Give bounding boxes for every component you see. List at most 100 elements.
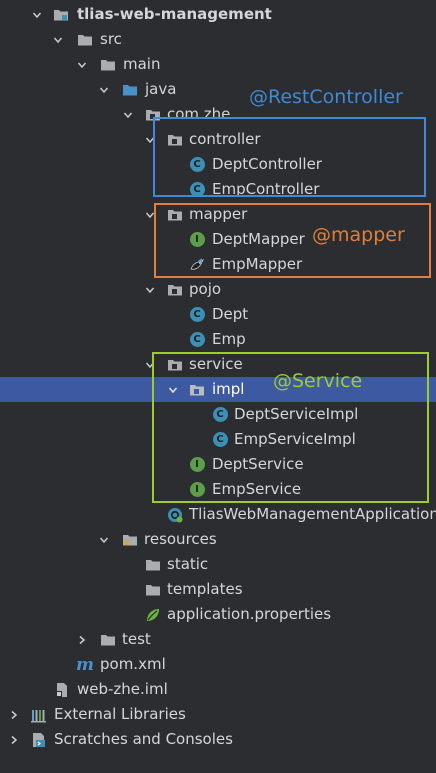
folder-icon [100, 57, 116, 73]
tree-row-emp-service[interactable]: I EmpService [0, 477, 436, 502]
tree-label-dept-service: DeptService [212, 455, 304, 473]
tree-row-pom[interactable]: m pom.xml [0, 652, 436, 677]
chevron-down-icon[interactable] [167, 384, 179, 396]
tree-row-mapper[interactable]: mapper [0, 202, 436, 227]
library-icon [31, 707, 47, 723]
tree-row-pojo[interactable]: pojo [0, 277, 436, 302]
tree-label-iml: web-zhe.iml [77, 680, 168, 698]
chevron-down-icon[interactable] [122, 109, 134, 121]
tree-row-dept-service[interactable]: I DeptService [0, 452, 436, 477]
tree-row-src[interactable]: src [0, 27, 436, 52]
tree-row-service[interactable]: service [0, 352, 436, 377]
chevron-right-icon[interactable] [8, 734, 20, 746]
chevron-down-icon[interactable] [144, 209, 156, 221]
tree-label-project: tlias-web-management [77, 5, 272, 23]
tree-row-static[interactable]: static [0, 552, 436, 577]
tree-label-pojo: pojo [189, 280, 222, 298]
chevron-down-icon[interactable] [98, 534, 110, 546]
class-icon: C [212, 407, 228, 423]
package-icon [167, 357, 183, 373]
tree-label-pom: pom.xml [100, 655, 166, 673]
tree-row-scratches[interactable]: Scratches and Consoles [0, 727, 436, 752]
tree-label-emp-service: EmpService [212, 480, 302, 498]
tree-row-emp-controller[interactable]: C EmpController [0, 177, 436, 202]
interface-icon: I [189, 232, 205, 248]
chevron-down-icon[interactable] [52, 34, 64, 46]
service-annotation-box [152, 352, 429, 503]
tree-label-controller: controller [189, 130, 261, 148]
tree-row-test[interactable]: test [0, 627, 436, 652]
tree-row-application-properties[interactable]: application.properties [0, 602, 436, 627]
tree-row-resources[interactable]: resources [0, 527, 436, 552]
chevron-down-icon[interactable] [144, 134, 156, 146]
tree-label-dept-controller: DeptController [212, 155, 322, 173]
rest-controller-annotation-label: @RestController [249, 86, 403, 108]
tree-row-project[interactable]: tlias-web-management [0, 2, 436, 27]
service-annotation-label: @Service [273, 370, 363, 392]
tree-row-main[interactable]: main [0, 52, 436, 77]
tree-row-templates[interactable]: templates [0, 577, 436, 602]
chevron-down-icon[interactable] [144, 284, 156, 296]
tree-label-emp-mapper: EmpMapper [212, 255, 303, 273]
tree-label-dept-service-impl: DeptServiceImpl [234, 405, 359, 423]
spring-boot-class-icon [167, 507, 183, 523]
class-icon: C [189, 332, 205, 348]
tree-label-main: main [123, 55, 161, 73]
package-icon [189, 382, 205, 398]
tree-row-controller[interactable]: controller [0, 127, 436, 152]
tree-label-resources: resources [144, 530, 217, 548]
package-icon [167, 132, 183, 148]
class-icon: C [189, 182, 205, 198]
tree-label-test: test [122, 630, 151, 648]
tree-label-service: service [189, 355, 243, 373]
source-folder-icon [122, 82, 138, 98]
module-folder-icon [53, 7, 69, 23]
folder-icon [145, 582, 161, 598]
chevron-down-icon[interactable] [31, 9, 43, 21]
tree-label-emp-service-impl: EmpServiceImpl [234, 430, 356, 448]
tree-label-impl: impl [212, 380, 245, 398]
tree-label-java: java [145, 80, 177, 98]
mapper-annotation-box [154, 203, 431, 278]
tree-row-emp-mapper[interactable]: EmpMapper [0, 252, 436, 277]
rest-controller-annotation-box [153, 117, 426, 197]
tree-label-dept-mapper: DeptMapper [212, 230, 305, 248]
tree-label-mapper: mapper [189, 205, 248, 223]
folder-icon [145, 557, 161, 573]
tree-row-java[interactable]: java [0, 77, 436, 102]
interface-icon: I [189, 457, 205, 473]
tree-label-application: TliasWebManagementApplication [189, 505, 436, 523]
tree-row-dept-service-impl[interactable]: C DeptServiceImpl [0, 402, 436, 427]
tree-row-iml[interactable]: web-zhe.iml [0, 677, 436, 702]
chevron-down-icon[interactable] [98, 84, 110, 96]
maven-icon: m [76, 654, 94, 675]
tree-label-dept: Dept [212, 305, 249, 323]
tree-row-emp[interactable]: C Emp [0, 327, 436, 352]
tree-row-emp-service-impl[interactable]: C EmpServiceImpl [0, 427, 436, 452]
mybatis-bird-icon [189, 257, 205, 273]
scratches-icon [31, 732, 47, 748]
tree-row-external-libraries[interactable]: External Libraries [0, 702, 436, 727]
tree-label-emp: Emp [212, 330, 246, 348]
tree-row-application[interactable]: TliasWebManagementApplication [0, 502, 436, 527]
tree-row-impl[interactable]: impl [0, 377, 436, 402]
chevron-down-icon[interactable] [76, 59, 88, 71]
tree-label-external-libraries: External Libraries [54, 705, 186, 723]
tree-label-application-properties: application.properties [167, 605, 332, 623]
tree-label-emp-controller: EmpController [212, 180, 320, 198]
interface-icon: I [189, 482, 205, 498]
tree-row-dept-controller[interactable]: C DeptController [0, 152, 436, 177]
module-file-icon [54, 682, 70, 698]
mapper-annotation-label: @mapper [312, 224, 405, 246]
spring-leaf-icon [145, 607, 161, 623]
tree-row-dept[interactable]: C Dept [0, 302, 436, 327]
class-icon: C [189, 307, 205, 323]
tree-label-src: src [100, 30, 122, 48]
resources-folder-icon [122, 532, 138, 548]
tree-label-static: static [167, 555, 209, 573]
tree-label-scratches: Scratches and Consoles [54, 730, 233, 748]
chevron-right-icon[interactable] [8, 709, 20, 721]
tree-row-dept-mapper[interactable]: I DeptMapper [0, 227, 436, 252]
chevron-right-icon[interactable] [76, 634, 88, 646]
